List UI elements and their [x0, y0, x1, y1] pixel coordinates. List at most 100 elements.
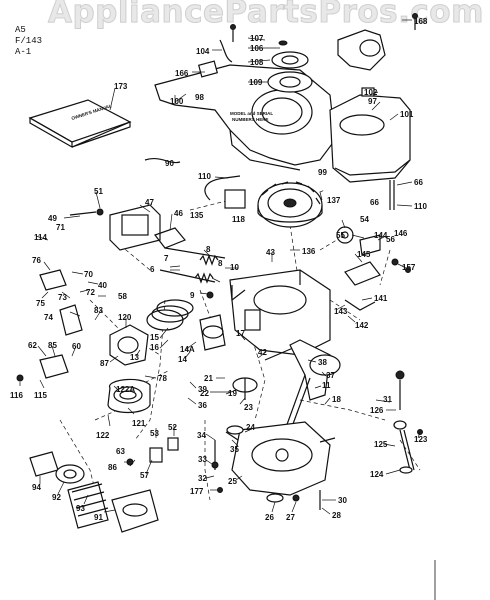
air-filter-housing: [107, 378, 151, 414]
part-125: 125: [374, 440, 388, 449]
part-118: 118: [232, 215, 245, 224]
part-15: 15: [150, 333, 159, 342]
part-49: 49: [48, 214, 57, 223]
part-leader-lines: [19, 19, 421, 515]
part-9: 9: [190, 291, 195, 300]
part-26: 26: [265, 513, 274, 522]
part-126: 126: [370, 406, 384, 415]
part-123: 123: [414, 435, 428, 444]
part-10: 10: [230, 263, 239, 272]
part-57: 57: [140, 471, 149, 480]
part-23: 23: [244, 403, 253, 412]
part-7: 7: [164, 254, 169, 263]
part-14A: 14A: [180, 345, 195, 354]
part-76: 76: [32, 256, 41, 265]
part-157: 157: [402, 263, 416, 272]
part-37: 37: [326, 371, 335, 380]
serial-note-line-2: NUMBERS HERE: [232, 117, 269, 122]
model-line-2: F/143: [15, 36, 43, 46]
part-21: 21: [204, 374, 213, 383]
part-42: 42: [258, 348, 267, 357]
part-86: 86: [108, 463, 117, 472]
part-33: 33: [198, 455, 207, 464]
part-75: 75: [36, 299, 45, 308]
part-62: 62: [28, 341, 37, 350]
part-98: 98: [195, 93, 204, 102]
part-87: 87: [100, 359, 109, 368]
part-100: 100: [170, 97, 184, 106]
part-104: 104: [196, 47, 210, 56]
part-145: 145: [357, 250, 371, 259]
muffler: [337, 13, 418, 71]
part-106: 106: [250, 44, 264, 53]
part-124: 124: [370, 470, 384, 479]
part-142: 142: [355, 321, 369, 330]
part-78: 78: [158, 374, 167, 383]
part-66-right: 66: [414, 178, 423, 187]
carburetor-cover: [69, 204, 186, 251]
part-71: 71: [56, 223, 65, 232]
ignition-coil: [144, 158, 246, 209]
part-16: 16: [150, 343, 159, 352]
part-11: 11: [322, 381, 331, 390]
part-38: 38: [318, 358, 327, 367]
part-24: 24: [246, 423, 255, 432]
part-114: 114: [34, 233, 47, 242]
part-31: 31: [383, 395, 392, 404]
part-115: 115: [34, 391, 47, 400]
part-43: 43: [266, 248, 275, 257]
part-70: 70: [84, 270, 93, 279]
crankshaft: [232, 339, 341, 433]
part-35: 35: [230, 445, 239, 454]
part-107: 107: [250, 34, 264, 43]
part-122A: 122A: [116, 385, 135, 394]
part-135: 135: [190, 211, 204, 220]
part-30: 30: [338, 496, 347, 505]
dipstick-tube: [393, 370, 423, 474]
part-8-lower: 8: [218, 259, 223, 268]
serial-note-line-1: MODEL and SERIAL: [230, 111, 273, 116]
part-122: 122: [96, 431, 110, 440]
part-28: 28: [332, 511, 341, 520]
part-109: 109: [249, 78, 263, 87]
part-141: 141: [374, 294, 388, 303]
part-120: 120: [118, 313, 132, 322]
part-143: 143: [334, 307, 348, 316]
part-90: 90: [165, 159, 174, 168]
owners-manual: OWNER'S MANUAL: [28, 99, 132, 149]
part-144: 144: [374, 231, 388, 240]
part-83: 83: [94, 306, 103, 315]
part-101: 101: [400, 110, 414, 119]
part-8-upper: 8: [206, 245, 211, 254]
part-146: 146: [394, 229, 408, 238]
part-173: 173: [114, 82, 128, 91]
watermark-text: AppliancePartsPros.com: [48, 0, 484, 31]
part-6: 6: [150, 265, 155, 274]
part-25: 25: [228, 477, 237, 486]
model-line-3: A-1: [15, 47, 32, 57]
part-92: 92: [52, 493, 61, 502]
tank-bracket-parts: [336, 226, 411, 311]
part-40: 40: [98, 281, 107, 290]
starter-parts: [197, 24, 313, 93]
part-46: 46: [174, 209, 183, 218]
part-63: 63: [116, 447, 125, 456]
carburetor: [16, 269, 149, 382]
part-60: 60: [72, 342, 81, 351]
model-code: A5 F/143 A-1: [15, 25, 42, 58]
part-116: 116: [10, 391, 23, 400]
part-74: 74: [44, 313, 53, 322]
part-27: 27: [286, 513, 295, 522]
part-58: 58: [118, 292, 127, 301]
part-108: 108: [250, 58, 264, 67]
part-callouts: 168 107 106 108 104 109 166 173 100 98 1…: [10, 17, 428, 522]
part-97: 97: [368, 97, 377, 106]
part-85: 85: [48, 341, 57, 350]
part-166: 166: [175, 69, 189, 78]
part-32: 32: [198, 474, 207, 483]
part-19: 19: [228, 389, 237, 398]
flywheel: [257, 181, 323, 228]
model-line-1: A5: [15, 25, 26, 35]
part-18: 18: [332, 395, 341, 404]
